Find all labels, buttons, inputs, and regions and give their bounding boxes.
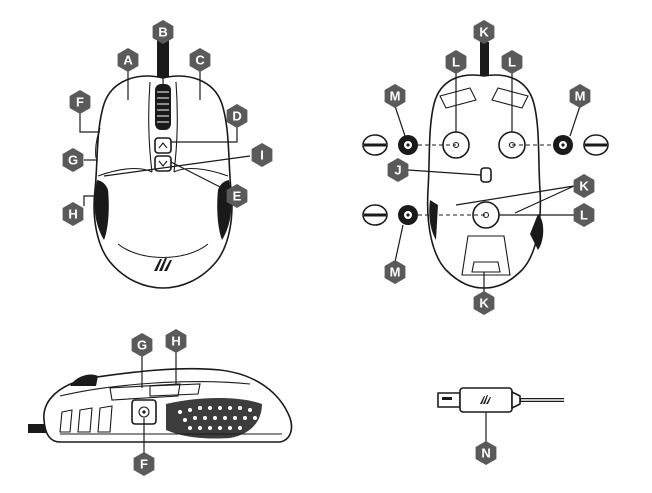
callout-L-mid: L xyxy=(573,203,595,227)
leader-M-right xyxy=(569,105,581,137)
bottom-left-grip xyxy=(429,200,438,240)
right-button-edge xyxy=(173,81,178,173)
bottom-right-grip xyxy=(530,214,544,250)
svg-text:L: L xyxy=(452,55,460,70)
leader-I xyxy=(103,155,251,177)
leader-M-bottom xyxy=(394,224,404,263)
palm-line xyxy=(117,243,209,258)
svg-text:H: H xyxy=(171,334,180,349)
foot-bottom xyxy=(461,235,511,276)
side-wheel xyxy=(70,374,98,386)
callout-K-bottom: K xyxy=(473,291,495,315)
svg-text:B: B xyxy=(158,25,167,40)
callout-K-top: K xyxy=(473,20,495,44)
left-button-edge xyxy=(148,81,153,173)
callout-side-H: H xyxy=(165,329,187,353)
corsair-logo-icon xyxy=(480,395,491,404)
callout-M-right: M xyxy=(569,84,591,108)
mouse-body-top xyxy=(93,75,233,289)
callout-F: F xyxy=(69,90,91,114)
callout-K-mid: K xyxy=(573,174,595,198)
callout-H: H xyxy=(62,202,84,226)
svg-text:K: K xyxy=(479,25,489,40)
weight-right-top xyxy=(553,134,609,156)
side-button-back xyxy=(149,383,201,397)
svg-text:C: C xyxy=(195,53,205,68)
svg-text:M: M xyxy=(575,89,586,104)
svg-text:N: N xyxy=(481,446,490,461)
callout-C: C xyxy=(189,48,211,72)
weight-left-top xyxy=(362,134,418,156)
usb-connector-icon xyxy=(437,387,521,413)
scroll-wheel xyxy=(155,84,171,130)
svg-text:G: G xyxy=(137,338,147,353)
svg-text:D: D xyxy=(232,109,241,124)
leader-E xyxy=(170,161,223,189)
callout-L-left: L xyxy=(445,50,467,74)
dpi-up-button xyxy=(154,137,172,154)
sensor xyxy=(480,167,492,183)
callout-N: N xyxy=(475,441,497,465)
leader-D xyxy=(171,124,238,143)
svg-text:M: M xyxy=(390,265,401,280)
svg-text:A: A xyxy=(123,53,133,68)
leader-H xyxy=(83,195,98,206)
svg-text:F: F xyxy=(76,95,84,110)
svg-text:F: F xyxy=(140,457,148,472)
bottom-view: K L L M M J K L M K xyxy=(362,20,609,315)
foot-top-right xyxy=(491,87,529,109)
callout-I: I xyxy=(251,143,273,167)
leader-J xyxy=(407,169,482,176)
callout-E: E xyxy=(226,184,248,208)
svg-text:K: K xyxy=(579,179,589,194)
callout-side-G: G xyxy=(131,333,153,357)
side-view: G H F xyxy=(28,329,293,476)
callout-M-bottom: M xyxy=(384,260,406,284)
callout-J: J xyxy=(387,158,409,182)
svg-text:K: K xyxy=(479,296,489,311)
callout-B: B xyxy=(152,20,174,44)
callout-A: A xyxy=(117,48,139,72)
side-shell-line xyxy=(59,381,251,397)
leader-F xyxy=(79,112,100,133)
corsair-logo-icon xyxy=(154,258,172,271)
foot-top-left xyxy=(439,87,477,109)
callout-D: D xyxy=(226,104,248,128)
leader-K-mid xyxy=(455,185,575,214)
callout-M-left: M xyxy=(384,84,406,108)
svg-text:I: I xyxy=(260,148,264,163)
weight-left-bottom xyxy=(362,204,418,226)
side-button-strip xyxy=(95,127,101,159)
svg-text:H: H xyxy=(68,207,77,222)
leader-M-left xyxy=(394,105,406,137)
callout-L-right: L xyxy=(501,50,523,74)
cable-side xyxy=(28,424,46,433)
top-view: A B C D E F G H I xyxy=(62,20,273,289)
right-button-bottom xyxy=(173,167,229,177)
left-grip-mesh xyxy=(94,180,109,240)
svg-text:L: L xyxy=(580,208,588,223)
cable-view: N xyxy=(437,387,564,465)
svg-text:J: J xyxy=(394,163,401,178)
svg-text:E: E xyxy=(233,189,242,204)
svg-text:M: M xyxy=(390,89,401,104)
left-button-bottom xyxy=(97,167,153,177)
svg-text:L: L xyxy=(508,55,516,70)
callout-G: G xyxy=(62,148,84,172)
callout-side-F: F xyxy=(133,452,155,476)
svg-text:G: G xyxy=(68,153,78,168)
